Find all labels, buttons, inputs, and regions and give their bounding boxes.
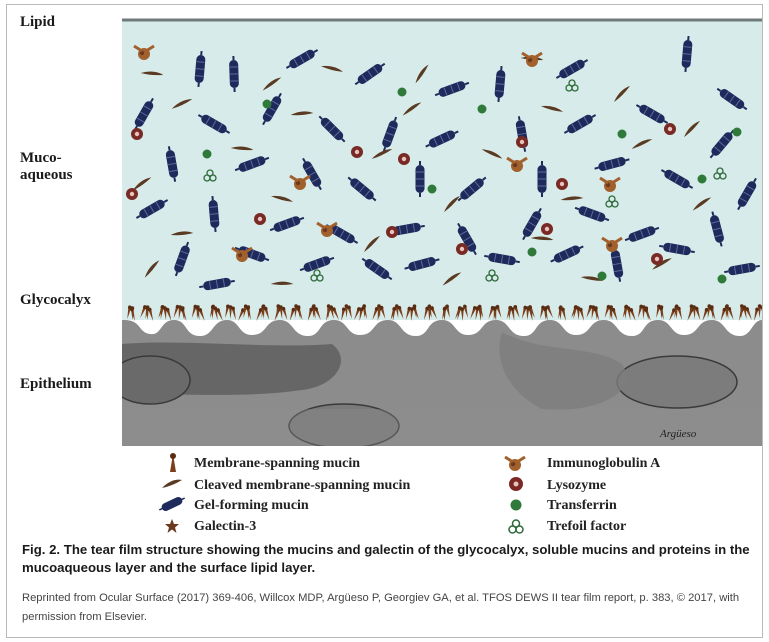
artist-signature: Argüeso — [659, 428, 697, 440]
mucoaqueous-layer-label: Muco- aqueous — [20, 150, 73, 184]
figure-credit: Reprinted from Ocular Surface (2017) 369… — [22, 589, 757, 627]
epithelium-layer: Argüeso — [122, 320, 762, 446]
lipid-layer-label: Lipid — [20, 14, 55, 31]
epithelium-layer-label: Epithelium — [20, 376, 92, 393]
figure-caption: Fig. 2. The tear film structure showing … — [22, 541, 752, 577]
tear-film-illustration: Argüeso — [122, 14, 762, 446]
glycocalyx-layer-label: Glycocalyx — [20, 292, 91, 309]
mucoaqueous-layer — [122, 20, 762, 320]
